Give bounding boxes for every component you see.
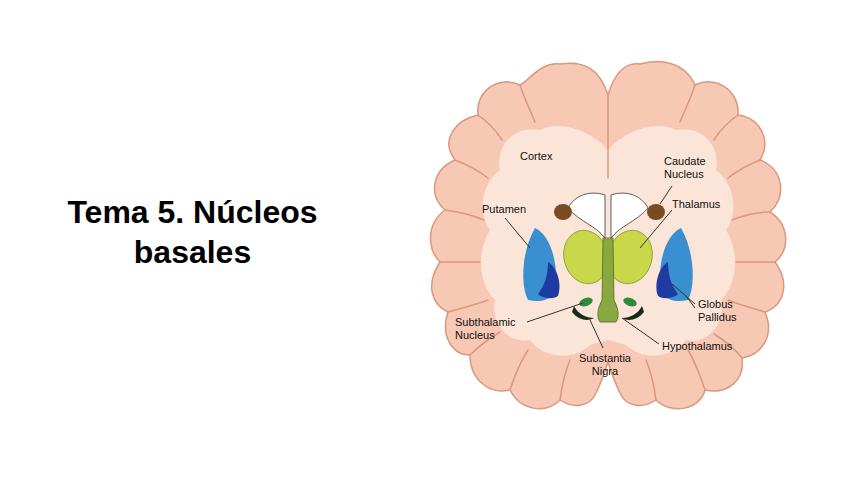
subthalamic-nucleus bbox=[578, 296, 638, 308]
globus-pallidus bbox=[538, 262, 678, 298]
brain-outline bbox=[430, 62, 785, 409]
putamen bbox=[523, 228, 692, 301]
structure-label: Subthalamic Nucleus bbox=[455, 316, 525, 342]
sulci bbox=[440, 85, 775, 400]
slide-title: Tema 5. Núcleos basales bbox=[66, 192, 319, 272]
caudate-nucleus bbox=[554, 204, 665, 220]
third-ventricle-stem bbox=[598, 238, 618, 322]
structure-label: Thalamus bbox=[672, 198, 720, 211]
structure-label: Caudate Nucleus bbox=[664, 155, 719, 181]
structure-label: Substantia Nigra bbox=[574, 352, 636, 378]
structure-label: Putamen bbox=[482, 203, 526, 216]
substantia-nigra bbox=[572, 306, 644, 320]
structure-label: Cortex bbox=[520, 150, 552, 163]
structure-label: Hypothalamus bbox=[662, 340, 732, 353]
leader-lines bbox=[505, 186, 695, 348]
structure-label: Globus Pallidus bbox=[698, 298, 748, 324]
